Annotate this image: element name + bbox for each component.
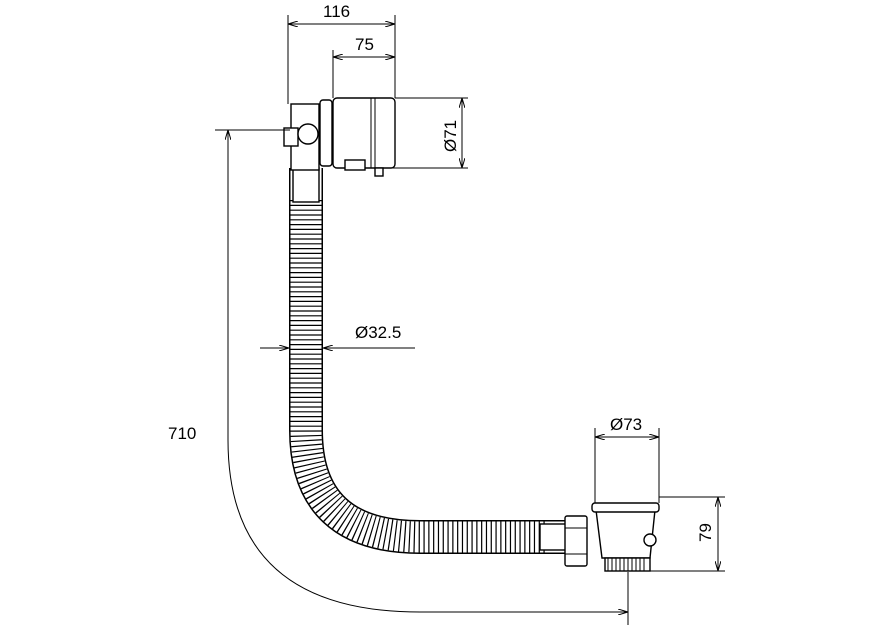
dim-710: 710 xyxy=(168,424,196,443)
dim-75: 75 xyxy=(355,35,374,54)
dim-diameter-32-5: Ø32.5 xyxy=(355,323,401,342)
dim-116: 116 xyxy=(323,2,350,21)
overflow-head xyxy=(283,97,396,177)
dim-79: 79 xyxy=(696,523,715,542)
flexible-hose xyxy=(289,167,567,554)
dim-diameter-73: Ø73 xyxy=(610,415,642,434)
dim-diameter-71: Ø71 xyxy=(441,120,460,152)
click-clack-waste xyxy=(564,502,660,572)
dimension-lines xyxy=(215,15,725,625)
